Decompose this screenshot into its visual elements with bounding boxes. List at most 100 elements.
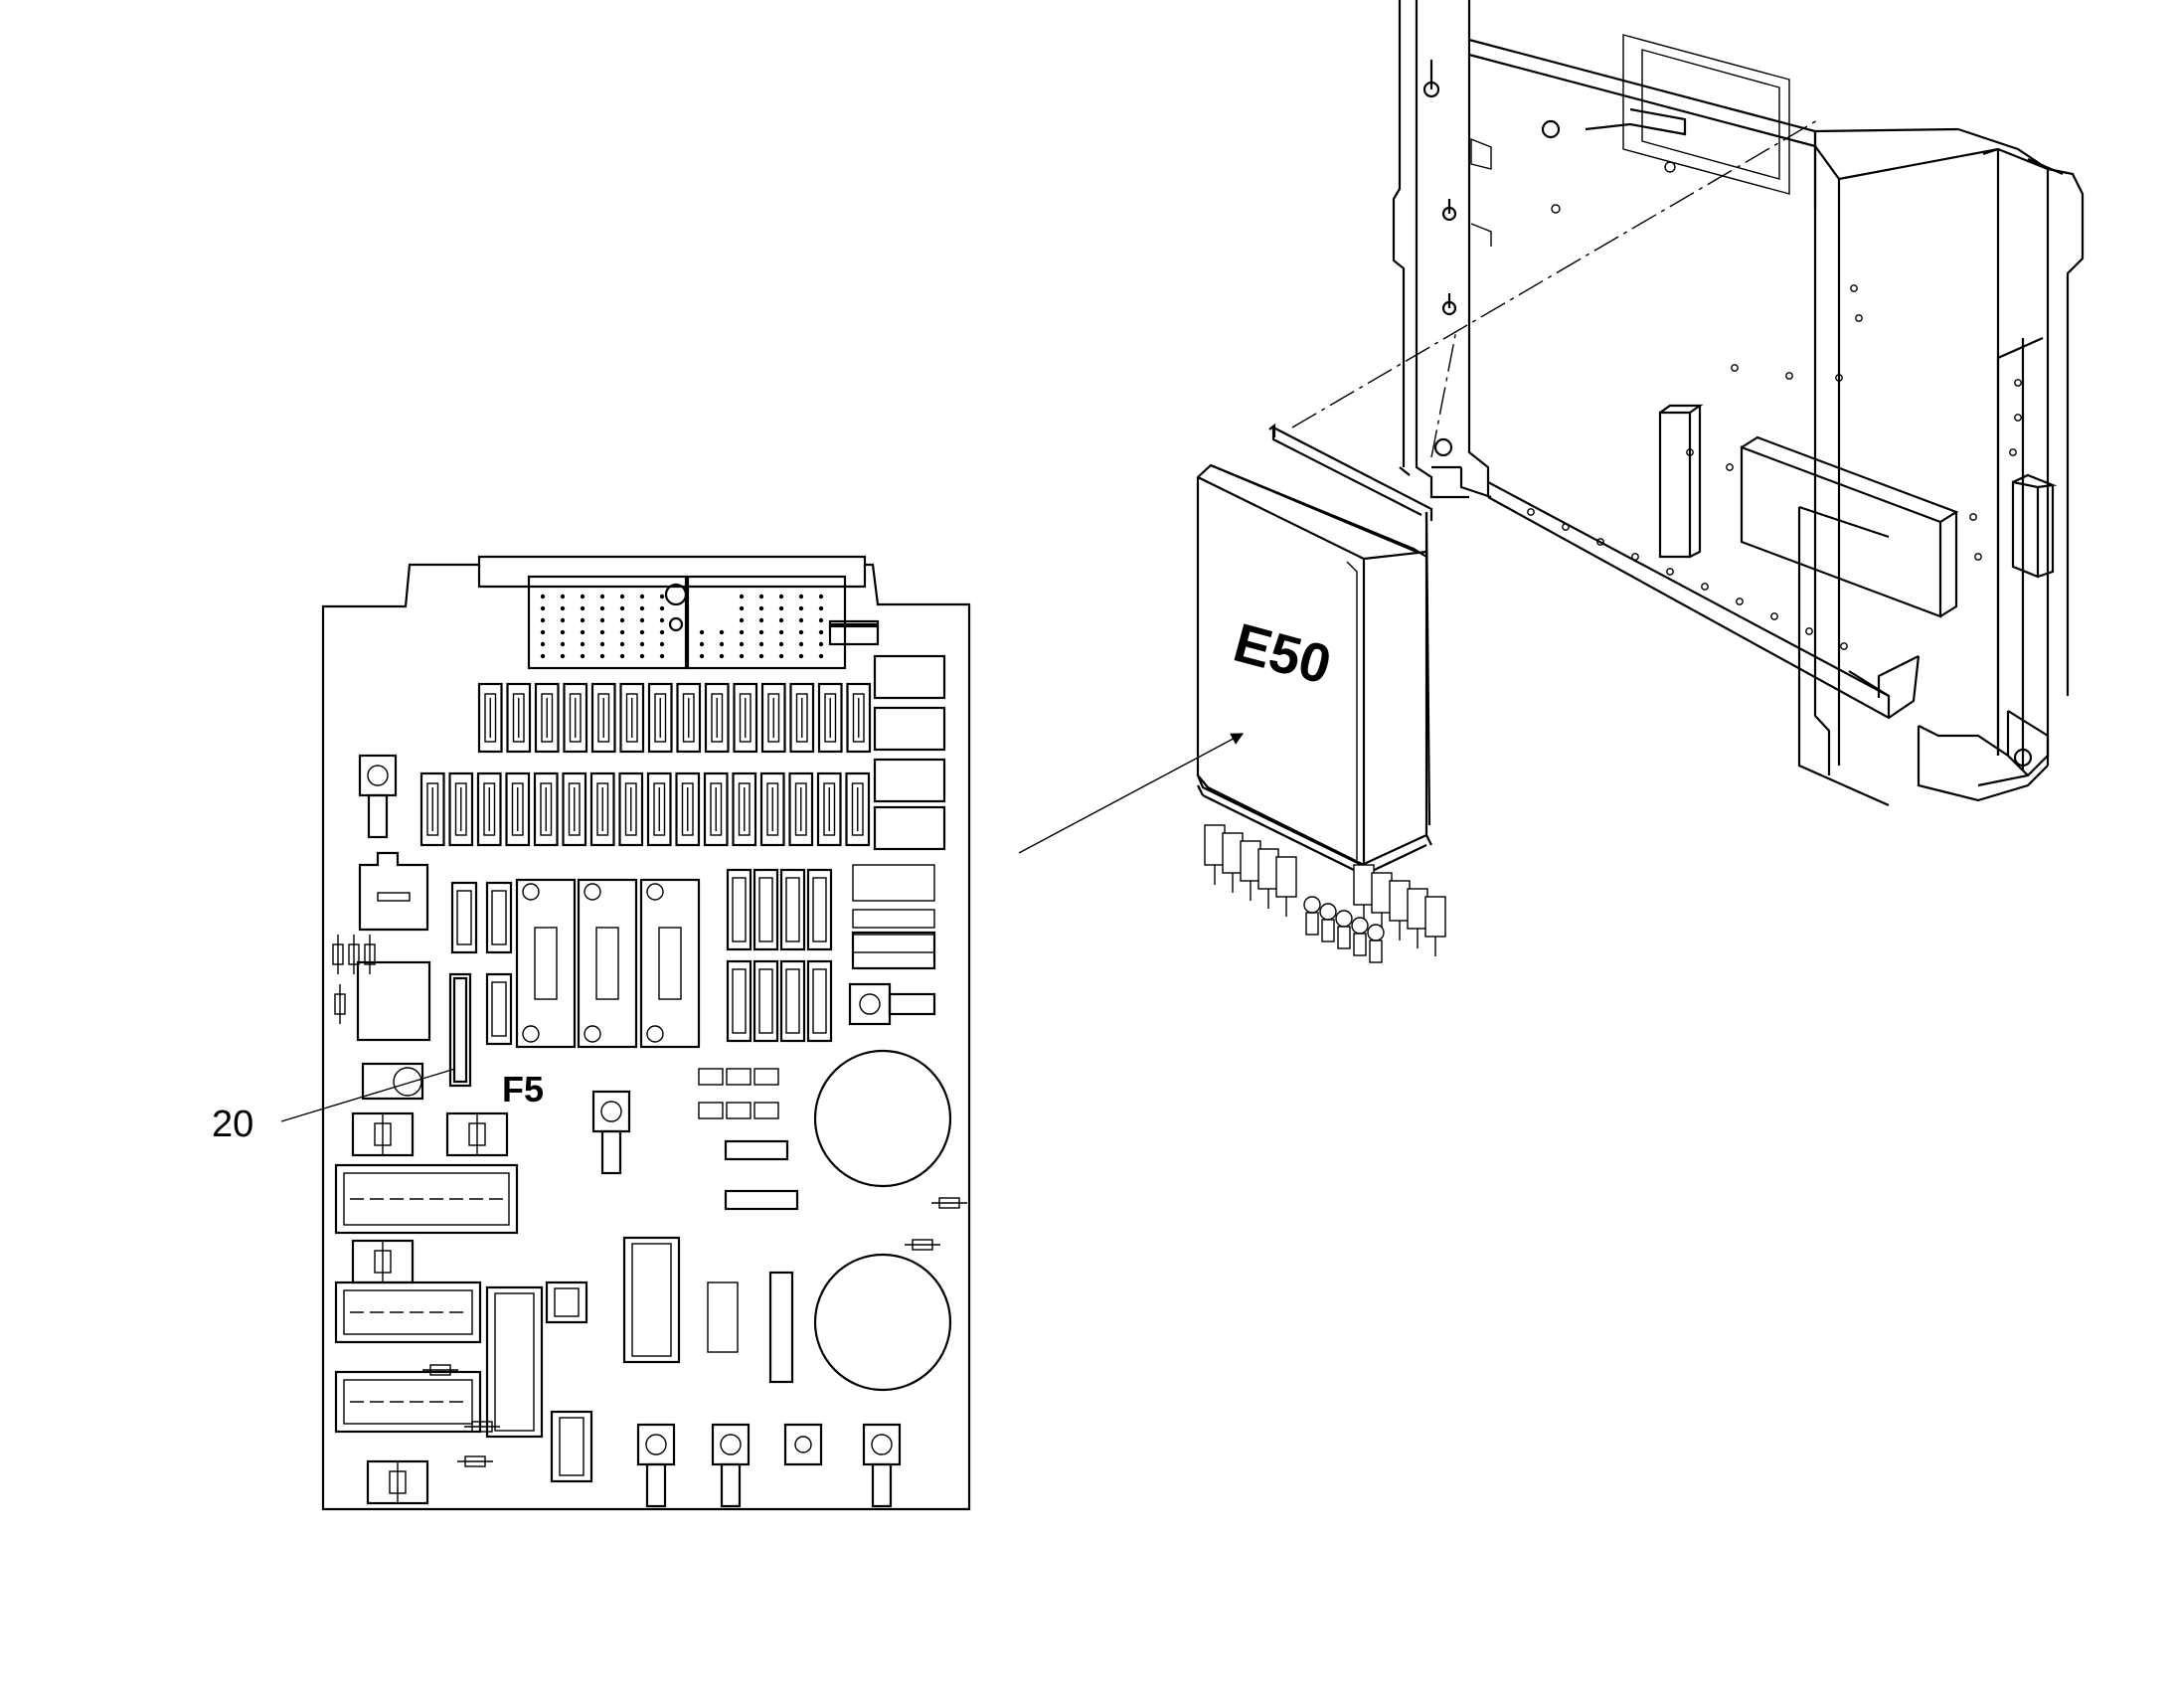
harness-connector	[1257, 848, 1279, 890]
ground-lug	[862, 1423, 902, 1466]
mini-fuse	[724, 1189, 799, 1211]
ic-chip	[356, 960, 431, 1042]
relays	[851, 654, 946, 970]
mount-hole	[1850, 284, 1858, 292]
mount-hole	[1701, 583, 1709, 591]
fuse-label: F5	[502, 1069, 544, 1110]
fuse-row-lower	[419, 771, 871, 847]
harness-plug	[1303, 896, 1321, 914]
harness-connector	[1407, 888, 1428, 930]
blade-fuse	[485, 881, 513, 954]
blade-fuse	[533, 771, 559, 847]
callout-number: 20	[212, 1104, 253, 1145]
blade-fuse	[779, 959, 806, 1043]
frame-holes	[1527, 284, 2022, 650]
ribbon-connector	[485, 1285, 544, 1439]
blade-fuse	[759, 771, 785, 847]
blade-fuse	[563, 682, 588, 754]
fuse-holder	[639, 878, 701, 1049]
ground-lug	[591, 1090, 631, 1133]
circuit-board: F5	[321, 555, 971, 1511]
fuse-block-middle	[450, 868, 833, 1049]
mount-hole	[1770, 612, 1778, 620]
harness-connector	[1275, 856, 1297, 898]
mount-hole	[1974, 553, 1982, 561]
mount-hole	[2014, 379, 2022, 387]
blade-fuse	[647, 682, 673, 754]
harness-connector	[1222, 832, 1244, 874]
blade-fuse	[506, 682, 532, 754]
multi-pin-connector	[334, 1370, 482, 1434]
ground-lug	[636, 1423, 676, 1466]
blade-fuse	[846, 682, 872, 754]
connector-pins	[540, 594, 824, 659]
blade-fuse	[419, 771, 445, 847]
blade-fuse	[845, 771, 871, 847]
blade-fuse	[726, 959, 752, 1043]
blade-fuse	[562, 771, 587, 847]
ribbon-connector	[545, 1281, 588, 1324]
harness-connector	[1424, 896, 1446, 938]
harness-connector	[1371, 872, 1393, 914]
mini-fuse	[698, 1068, 724, 1086]
ribbon-connector	[550, 1410, 593, 1483]
blade-fuse	[726, 868, 752, 951]
blade-fuse	[476, 771, 502, 847]
relay	[873, 805, 946, 851]
harness-plug	[1351, 917, 1369, 935]
e50-module: E50	[1196, 423, 1446, 963]
blade-fuse	[752, 959, 779, 1043]
fuse-strip	[707, 1281, 739, 1353]
blade-fuse	[733, 682, 758, 754]
blade-fuse	[589, 771, 615, 847]
mount-hole	[1666, 568, 1674, 576]
blade-fuse	[675, 771, 701, 847]
blade-fuse	[806, 959, 833, 1043]
blade-fuse	[505, 771, 531, 847]
relay	[873, 706, 946, 752]
mount-hole	[1840, 642, 1848, 650]
ground-lug	[358, 754, 398, 797]
blade-fuse	[619, 682, 645, 754]
harness-connector	[1353, 864, 1375, 906]
mini-fuse	[726, 1068, 752, 1086]
multi-pin-connector	[334, 1163, 519, 1235]
blade-fuse	[618, 771, 644, 847]
ground-lug	[711, 1423, 751, 1466]
fuse-f5	[448, 972, 472, 1088]
blade-fuse	[590, 682, 616, 754]
blade-fuse	[806, 868, 833, 951]
terminal	[848, 982, 892, 1026]
capacitor	[813, 1253, 952, 1392]
blade-fuse	[646, 771, 672, 847]
mount-hole	[1731, 364, 1739, 372]
relay-socket	[358, 851, 429, 932]
mount-hole	[2009, 448, 2017, 456]
harness-connector	[1389, 880, 1411, 922]
ground-lug	[783, 1423, 823, 1466]
mount-hole	[1726, 463, 1734, 471]
mount-hole	[1785, 372, 1793, 380]
mini-fuse	[753, 1068, 779, 1086]
blade-fuse	[817, 682, 843, 754]
blade-fuse	[676, 682, 702, 754]
blade-fuse	[703, 771, 729, 847]
callout-leader	[280, 1068, 456, 1122]
mount-hole	[1596, 538, 1604, 546]
mini-fuse	[724, 1139, 789, 1161]
fuse-holder	[515, 878, 577, 1049]
harness-plug	[1335, 910, 1353, 928]
blade-fuse	[732, 771, 757, 847]
blade-fuse	[760, 682, 786, 754]
blade-fuse	[788, 771, 814, 847]
mount-hole	[1969, 513, 1977, 521]
harness-plug	[1319, 903, 1337, 921]
pointer-arrow	[1018, 733, 1245, 854]
mini-fuse	[753, 1102, 779, 1119]
board-components	[332, 754, 967, 1508]
blade-fuse	[752, 868, 779, 951]
harness-plug	[1367, 924, 1385, 941]
blade-fuse	[534, 682, 560, 754]
